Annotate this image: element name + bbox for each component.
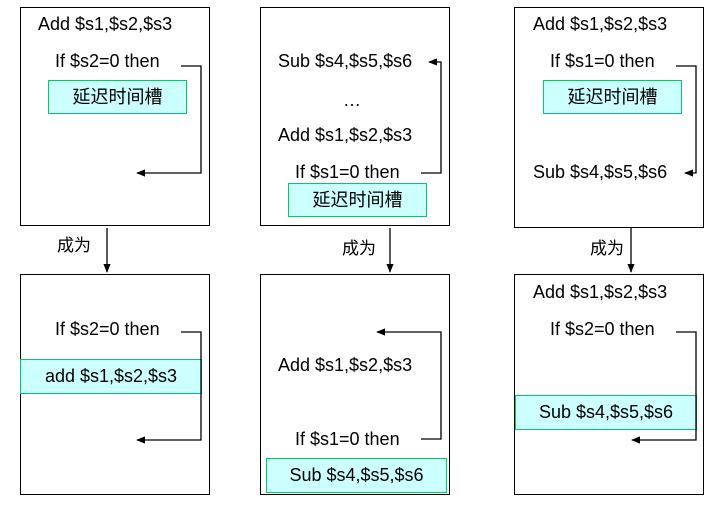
panel-c-after-branch-arrow bbox=[631, 331, 697, 444]
panel-b-after-delay-slot: Sub $s4,$s5,$s6 bbox=[266, 458, 447, 493]
panel-b-before-branch-arrow bbox=[421, 58, 442, 174]
panel-a-after-branch-arrow bbox=[136, 331, 202, 444]
panel-b-before-delay-slot: 延迟时间槽 bbox=[288, 183, 427, 217]
panel-a-before bbox=[20, 7, 210, 226]
panel-c-after bbox=[514, 274, 704, 495]
panel-b-after-line2: If $s1=0 then bbox=[295, 429, 400, 449]
panel-c-before-line3: Sub $s4,$s5,$s6 bbox=[533, 162, 668, 182]
panel-b-after-line1: Add $s1,$s2,$s3 bbox=[278, 355, 413, 375]
panel-c-before-line2: If $s1=0 then bbox=[550, 51, 655, 71]
panel-a-before-line2: If $s2=0 then bbox=[55, 51, 160, 71]
panel-c-before bbox=[514, 7, 704, 228]
panel-b-before-line3: Add $s1,$s2,$s3 bbox=[278, 125, 413, 145]
panel-c-after-delay-slot: Sub $s4,$s5,$s6 bbox=[515, 395, 697, 430]
panel-a-before-branch-arrow bbox=[136, 65, 202, 177]
panel-c-before-branch-arrow bbox=[676, 65, 697, 177]
panel-c-after-line2: If $s2=0 then bbox=[550, 319, 655, 339]
panel-b-before-line1: Sub $s4,$s5,$s6 bbox=[278, 51, 413, 71]
panel-a-becomes-label: 成为 bbox=[57, 236, 91, 256]
panel-a-after-line1: If $s2=0 then bbox=[55, 319, 160, 339]
panel-b-becomes-label: 成为 bbox=[342, 239, 376, 259]
panel-c-after-line1: Add $s1,$s2,$s3 bbox=[533, 282, 668, 302]
panel-b-after-branch-arrow bbox=[376, 328, 442, 440]
panel-c-before-delay-slot: 延迟时间槽 bbox=[543, 80, 682, 114]
panel-a-before-line1: Add $s1,$s2,$s3 bbox=[38, 14, 173, 34]
panel-b-before-line4: If $s1=0 then bbox=[295, 162, 400, 182]
panel-b-before-line2: … bbox=[343, 90, 361, 110]
panel-c-before-line1: Add $s1,$s2,$s3 bbox=[533, 14, 668, 34]
panel-c-becomes-label: 成为 bbox=[590, 239, 624, 259]
panel-a-before-delay-slot: 延迟时间槽 bbox=[48, 80, 187, 114]
panel-a-after-delay-slot: add $s1,$s2,$s3 bbox=[20, 359, 202, 394]
